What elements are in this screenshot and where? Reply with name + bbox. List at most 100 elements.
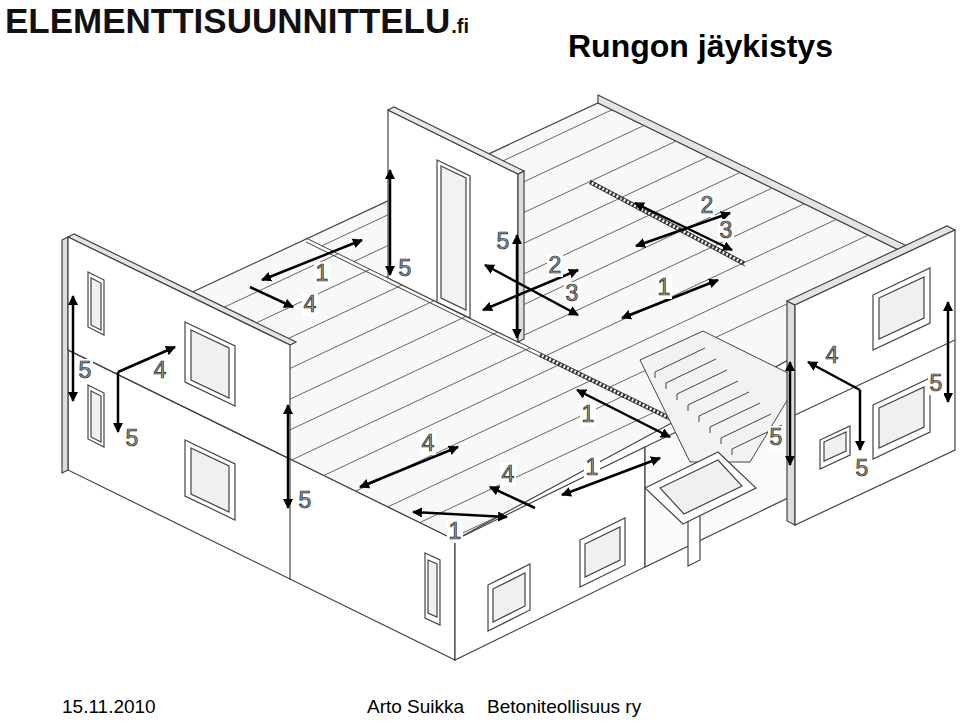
left-wall (62, 234, 296, 580)
left-wall-part (91, 278, 101, 330)
callout-number: 3 (564, 282, 581, 305)
force-arrows-part (287, 405, 290, 508)
callout-number: 1 (656, 276, 673, 299)
force-arrows-part (117, 372, 120, 432)
right-wall-part (873, 378, 930, 459)
left-wall-part (68, 237, 290, 459)
force-arrows-part (636, 213, 730, 246)
callout-number: 2 (699, 194, 716, 217)
stair-opening-part (677, 394, 678, 400)
callout-number: 5 (124, 427, 141, 450)
page-title: Rungon jäykistys (568, 30, 833, 62)
hollow-core-planks-part (514, 203, 806, 340)
force-arrows-part (947, 302, 950, 402)
floor-slab-part (598, 95, 905, 253)
left-wall-part (191, 448, 229, 512)
tall-wall (388, 107, 524, 342)
balcony-part (645, 452, 756, 524)
balcony-part (688, 515, 700, 566)
right-wall-part (795, 230, 955, 525)
stair-opening-part (710, 427, 711, 433)
force-arrows-part (250, 287, 293, 307)
stair-opening-part (721, 438, 722, 444)
lower-facades-part (493, 573, 525, 622)
left-wall-part (185, 322, 235, 406)
right-wall-part (787, 301, 795, 525)
callout-number: 4 (152, 359, 169, 382)
stair-opening-part (688, 405, 689, 411)
callout-number: 4 (420, 432, 437, 455)
hollow-core-planks-part (260, 332, 498, 444)
left-wall-part (289, 459, 290, 580)
force-arrows-part (360, 447, 458, 487)
lower-facades-part (585, 527, 620, 577)
lower-facades-part (455, 447, 645, 660)
callout-number: 5 (854, 457, 871, 480)
callout-number: 5 (397, 257, 414, 280)
stair-opening-part (655, 372, 656, 378)
tall-wall-part (441, 166, 466, 310)
right-wall-part (879, 277, 924, 339)
right-wall-part (879, 387, 924, 448)
callout-number: 1 (314, 262, 331, 285)
stair-opening-part (732, 449, 733, 455)
lower-facades-part (488, 564, 530, 631)
left-wall-part (62, 237, 68, 473)
callout-number: 5 (297, 489, 314, 512)
right-wall-part (873, 268, 930, 350)
callout-number: 5 (768, 426, 785, 449)
right-wall (787, 226, 955, 525)
tall-wall-part (518, 171, 524, 342)
tall-wall-part (388, 110, 518, 342)
hollow-core-planks-part (356, 379, 594, 491)
logo-text: ELEMENTTISUUNNITTELU (5, 3, 450, 38)
logo-suffix: .fi (451, 16, 469, 36)
balcony-part (660, 460, 742, 514)
stair-opening (640, 331, 800, 462)
callout-number: 4 (500, 463, 517, 486)
callout-number: 1 (584, 456, 601, 479)
force-arrows-part (562, 458, 660, 495)
tall-wall-part (388, 107, 524, 174)
callout-number: 5 (928, 372, 945, 395)
hollow-core-planks-part (482, 187, 774, 324)
footer-date: 15.11.2010 (62, 697, 156, 718)
stair-opening-part (666, 383, 667, 389)
callout-number: 4 (824, 344, 841, 367)
left-wall-part (91, 391, 101, 442)
callout-number: 4 (302, 293, 319, 316)
left-wall-part (191, 330, 229, 398)
left-wall-part (68, 350, 290, 459)
tall-wall-part (437, 160, 470, 318)
hollow-core-planks-part (324, 363, 562, 475)
lower-facades-part (580, 518, 625, 587)
balcony (645, 452, 756, 566)
beams-part (590, 182, 745, 264)
hollow-core-planks-part (292, 348, 530, 460)
force-arrows-part (72, 296, 75, 401)
callout-number: 5 (495, 230, 512, 253)
left-wall-part (185, 440, 235, 520)
force-arrows-part (262, 240, 362, 280)
callout-number: 3 (718, 219, 735, 242)
force-arrows-part (389, 170, 392, 275)
force-arrows-part (516, 235, 519, 338)
force-arrows-part (789, 362, 792, 465)
right-wall-part (820, 426, 850, 469)
stair-opening-part (699, 416, 700, 422)
callout-number: 5 (77, 359, 94, 382)
stair-opening-part (640, 331, 800, 462)
force-arrows (73, 170, 948, 517)
footer-author: Arto Suikka (367, 697, 464, 718)
callout-number: 2 (547, 254, 564, 277)
force-arrows-part (413, 512, 507, 517)
callout-number: 1 (447, 520, 464, 543)
force-arrows-part (859, 390, 862, 450)
callout-number: 1 (580, 403, 597, 426)
footer-organisation: Betoniteollisuus ry (487, 697, 641, 718)
left-wall-part (88, 385, 104, 447)
force-arrows-part (490, 487, 535, 508)
lower-facades-part (425, 553, 440, 625)
